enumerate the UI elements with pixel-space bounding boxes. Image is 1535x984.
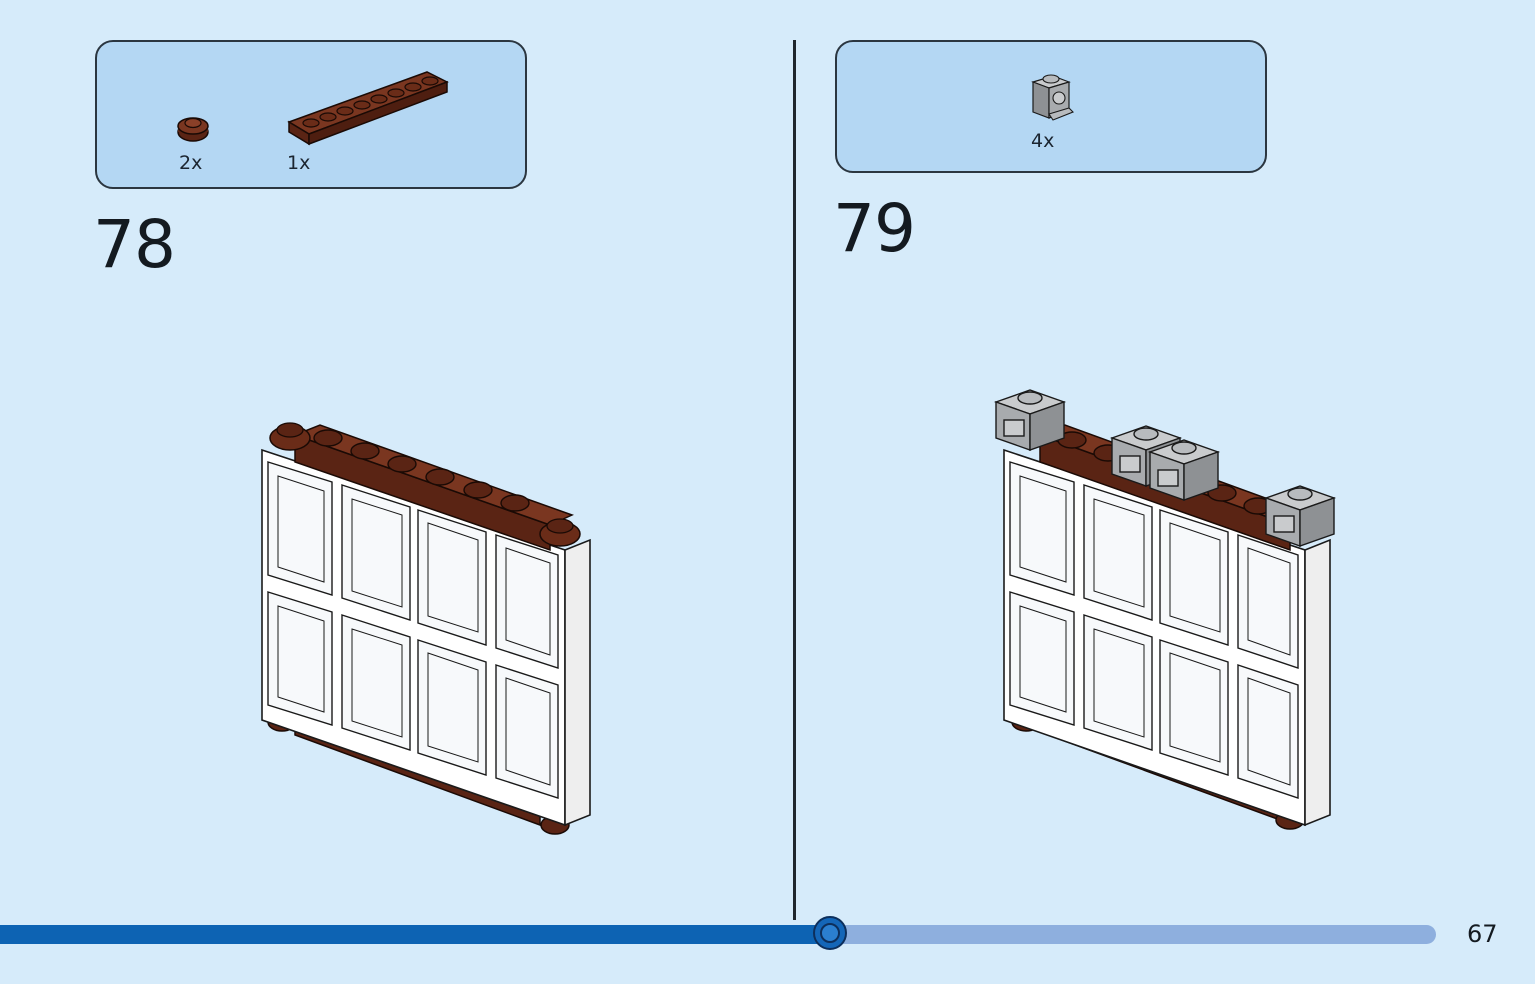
progress-bar-knob xyxy=(813,916,847,950)
part-count-plate-1x8: 1x xyxy=(287,152,311,174)
step-number-78: 78 xyxy=(93,206,176,283)
step-78-model-illustration xyxy=(261,422,591,835)
part-count-bracket-brick: 4x xyxy=(1031,130,1055,152)
step-79-model-illustration xyxy=(993,389,1337,830)
progress-bar xyxy=(0,916,1436,950)
page-number: 67 xyxy=(1467,920,1498,948)
progress-bar-fill xyxy=(0,925,830,944)
bracket-brick-1x1-gray-icon xyxy=(1031,74,1074,121)
step-divider xyxy=(793,40,796,920)
plate-1x8-brown-icon xyxy=(287,71,449,146)
part-count-round-plate: 2x xyxy=(179,152,203,174)
step-78-parts-box: 2x 1x xyxy=(95,40,527,189)
round-plate-1x1-brown-icon xyxy=(177,117,209,142)
step-number-79: 79 xyxy=(833,190,916,267)
step-79-parts-box: 4x xyxy=(835,40,1267,173)
